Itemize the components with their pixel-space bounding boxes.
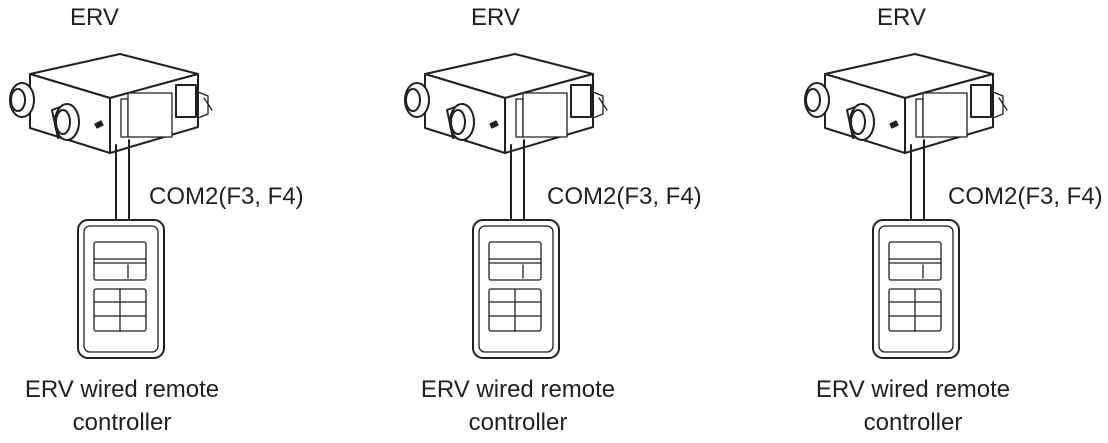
erv-title: ERV	[877, 4, 926, 31]
erv-unit-group-3: ERV COM2(F3, F4) ERV wired remote contro…	[795, 0, 1108, 443]
controller-label-line2: controller	[468, 409, 568, 436]
wired-remote-controller	[77, 219, 165, 359]
controller-label-line2: controller	[72, 409, 172, 436]
com2-wire-pair	[910, 139, 925, 222]
erv-unit-body	[9, 53, 213, 154]
controller-label: ERV wired remote controller	[408, 373, 628, 439]
erv-drawing-1	[9, 53, 213, 359]
erv-drawing-3	[804, 53, 1008, 359]
controller-label-line1: ERV wired remote	[420, 376, 616, 403]
com2-bus-label: COM2(F3, F4)	[547, 183, 702, 210]
com2-wire-pair	[510, 139, 525, 222]
erv-title: ERV	[70, 4, 119, 31]
com2-wire-pair	[115, 139, 130, 222]
controller-label: ERV wired remote controller	[803, 373, 1023, 439]
erv-unit-group-1: ERV COM2(F3, F4) ERV wired remote contro…	[0, 0, 360, 443]
erv-unit-body	[804, 53, 1008, 154]
erv-drawing-2	[404, 53, 608, 359]
erv-unit-group-2: ERV COM2(F3, F4) ERV wired remote contro…	[395, 0, 755, 443]
controller-label-line1: ERV wired remote	[815, 376, 1011, 403]
erv-unit-body	[404, 53, 608, 154]
wired-remote-controller	[472, 219, 560, 359]
erv-title: ERV	[471, 4, 520, 31]
controller-label-line2: controller	[863, 409, 963, 436]
com2-bus-label: COM2(F3, F4)	[149, 183, 304, 210]
com2-bus-label: COM2(F3, F4)	[948, 183, 1103, 210]
wired-remote-controller	[872, 219, 960, 359]
controller-label-line1: ERV wired remote	[24, 376, 220, 403]
controller-label: ERV wired remote controller	[12, 373, 232, 439]
